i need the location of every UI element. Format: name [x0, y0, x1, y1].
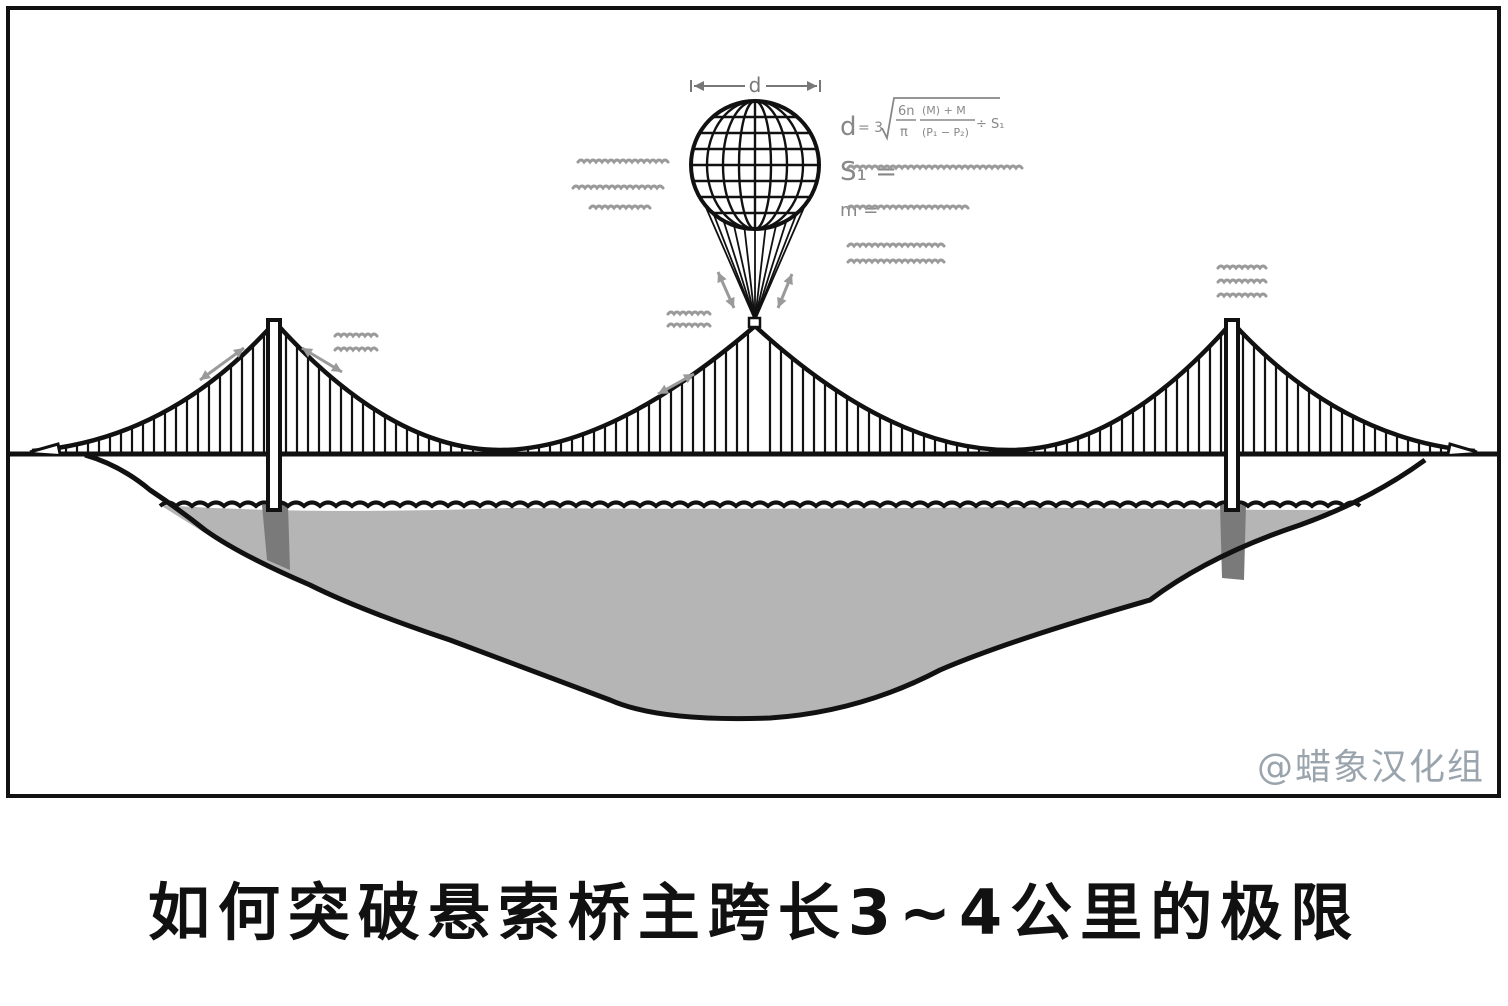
diameter-label: d	[749, 73, 762, 97]
caption-title: 如何突破悬索桥主跨长3~4公里的极限	[147, 876, 1361, 949]
left-anchor	[29, 442, 62, 455]
svg-text:d: d	[840, 112, 857, 142]
balloon-anchor-point	[747, 316, 762, 329]
main-cable-center-right	[753, 320, 1234, 453]
hanger-cables	[42, 331, 1465, 454]
suspension-bridge-illustration: d d = 3 6n π (M) + M (P₁ − P₂) ÷ S₁ S₁ =…	[10, 73, 1497, 722]
diameter-dimension	[690, 80, 821, 92]
main-cable-left-span	[31, 320, 277, 454]
svg-text:= 3: = 3	[858, 120, 883, 136]
svg-text:π: π	[900, 125, 908, 140]
left-tower	[266, 318, 282, 512]
right-anchor	[1446, 442, 1478, 455]
canyon-outline	[84, 452, 1427, 722]
watermark: @蜡象汉化组	[1256, 747, 1485, 788]
main-cable-right-span	[1230, 320, 1476, 454]
left-tower-reflection	[262, 505, 290, 570]
right-tower-reflection	[1220, 505, 1246, 580]
force-arrows	[199, 271, 794, 396]
formula: d = 3 6n π (M) + M (P₁ − P₂) ÷ S₁ S₁ = m…	[840, 97, 1005, 221]
svg-text:÷ S₁: ÷ S₁	[976, 117, 1005, 132]
balloon	[689, 99, 821, 329]
svg-text:S₁ =: S₁ =	[840, 157, 897, 187]
main-cable-center-left	[273, 320, 757, 453]
scribble-notes	[333, 158, 1268, 353]
svg-text:(M) + M: (M) + M	[922, 104, 966, 117]
right-tower	[1224, 318, 1240, 512]
svg-text:6n: 6n	[898, 104, 915, 119]
water-surface	[158, 500, 1362, 509]
valley-water	[160, 505, 1340, 719]
comic-panel: d d = 3 6n π (M) + M (P₁ − P₂) ÷ S₁ S₁ =…	[6, 6, 1501, 798]
svg-text:m =: m =	[840, 200, 878, 221]
svg-text:(P₁ − P₂): (P₁ − P₂)	[922, 126, 969, 139]
